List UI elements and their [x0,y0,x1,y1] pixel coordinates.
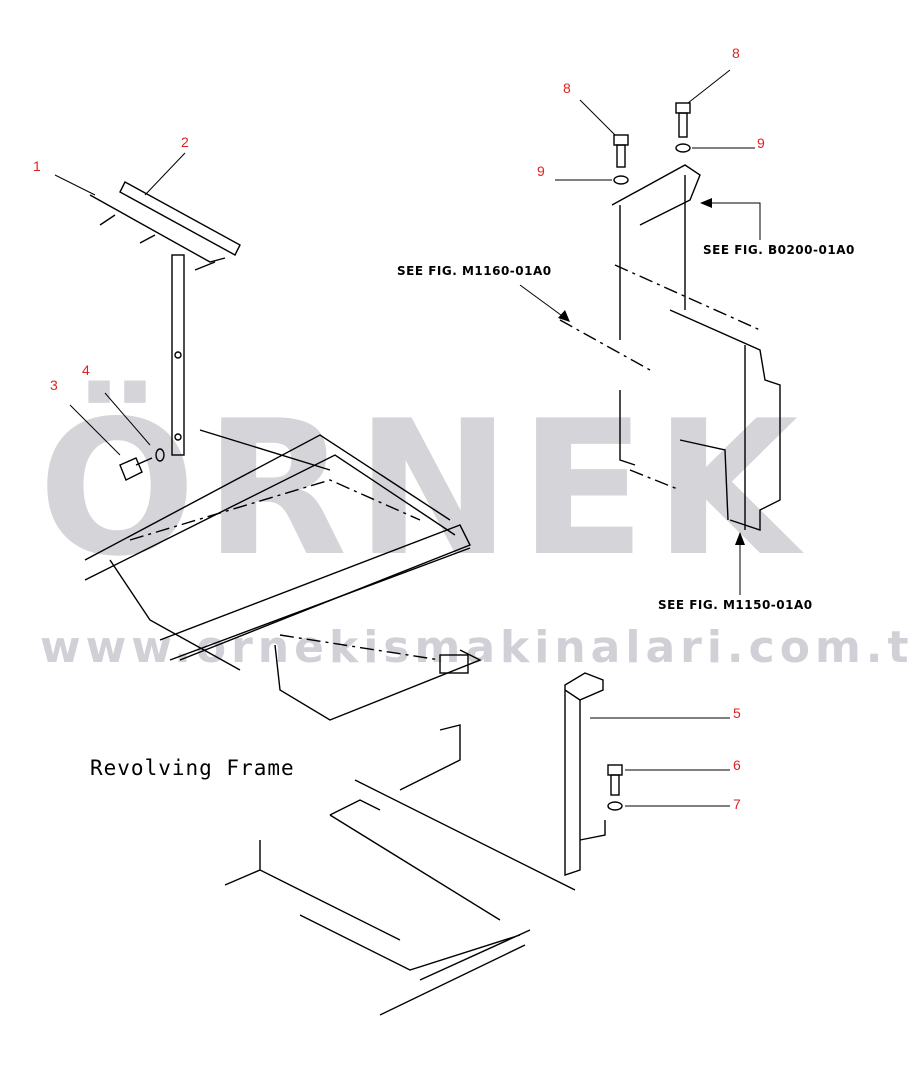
callout-8-right: 8 [732,45,740,61]
callout-9-right: 9 [757,135,765,151]
bolt-part-3 [119,448,165,481]
callout-8-left: 8 [563,80,571,96]
callout-2: 2 [181,134,189,150]
leader-lines [54,69,761,807]
callout-6: 6 [733,757,741,773]
reference-m1150: SEE FIG. M1150-01A0 [658,598,813,612]
callout-5: 5 [733,705,741,721]
callout-4: 4 [82,362,90,378]
callout-3: 3 [50,377,58,393]
reference-b0200: SEE FIG. B0200-01A0 [703,243,855,257]
diagram-title: Revolving Frame [90,756,295,780]
callout-1: 1 [33,158,41,174]
bolts-part-8-washers-9 [613,102,691,185]
watermark-logo: ÖRNEK [38,380,807,597]
bolt-part-6-washer-7 [607,764,623,811]
bracket-assembly-part-1-2 [89,181,241,456]
post-part-5 [564,672,606,876]
revolving-frame-upper [84,429,482,721]
reference-m1160: SEE FIG. M1160-01A0 [397,264,552,278]
callout-9-left: 9 [537,163,545,179]
revolving-frame-lower [224,724,576,1016]
callout-7: 7 [733,796,741,812]
cover-assembly [559,164,781,531]
watermark-url: www.ornekismakinalari.com.tr [40,622,917,673]
